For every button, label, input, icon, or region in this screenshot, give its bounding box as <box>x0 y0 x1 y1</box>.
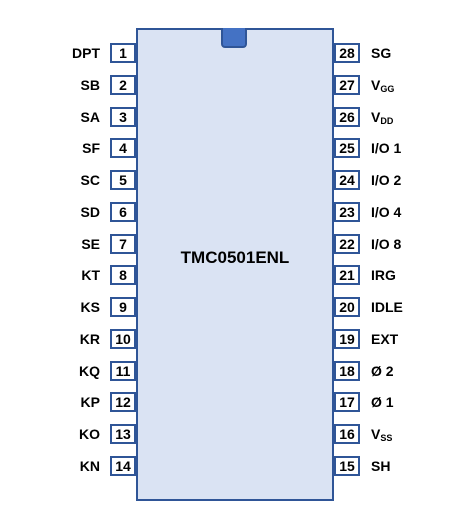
pin-name: SH <box>371 458 391 474</box>
pin-label-23: I/O 4 <box>371 202 401 222</box>
pin-label-20: IDLE <box>371 297 403 317</box>
pin-name: I/O 1 <box>371 140 402 156</box>
pin-left-9: 9 <box>110 297 136 317</box>
pin-left-13: 13 <box>110 424 136 444</box>
pin-label-4: SF <box>82 138 100 158</box>
chip-label: TMC0501ENL <box>180 248 290 267</box>
pin-label-22: I/O 8 <box>371 234 401 254</box>
pin-left-5: 5 <box>110 170 136 190</box>
pin-name: IRG <box>371 267 396 283</box>
pin-left-8: 8 <box>110 265 136 285</box>
pin-name-subscript: GG <box>380 84 395 94</box>
pin-label-13: KO <box>79 424 100 444</box>
pin-label-28: SG <box>371 43 391 63</box>
pin-label-21: IRG <box>371 265 396 285</box>
pin-left-14: 14 <box>110 456 136 476</box>
pin-name: KS <box>80 299 100 315</box>
pin-right-25: 25 <box>334 138 360 158</box>
pin-name: KT <box>81 267 100 283</box>
pin-left-6: 6 <box>110 202 136 222</box>
pin-right-16: 16 <box>334 424 360 444</box>
pin-right-27: 27 <box>334 75 360 95</box>
pin-right-17: 17 <box>334 392 360 412</box>
pin-name: KN <box>79 458 100 474</box>
pin-left-7: 7 <box>110 234 136 254</box>
pin-label-11: KQ <box>79 361 100 381</box>
pin-name: V <box>371 426 381 442</box>
pin-name: Ø 1 <box>371 394 394 410</box>
pin-left-1: 1 <box>110 43 136 63</box>
pin-right-15: 15 <box>334 456 360 476</box>
pin-left-3: 3 <box>110 107 136 127</box>
pin-name-subscript: DD <box>380 116 394 126</box>
pin-right-18: 18 <box>334 361 360 381</box>
pin-label-9: KS <box>81 297 100 317</box>
pin-name: SB <box>80 77 100 93</box>
pin-name: DPT <box>72 45 100 61</box>
pin-right-23: 23 <box>334 202 360 222</box>
pin-name: Ø 2 <box>371 363 394 379</box>
pin-label-10: KR <box>80 329 100 349</box>
pin-right-20: 20 <box>334 297 360 317</box>
pin-label-6: SD <box>81 202 100 222</box>
pin-name: KQ <box>79 363 100 379</box>
pin-label-1: DPT <box>72 43 100 63</box>
pin-name: I/O 8 <box>371 236 402 252</box>
pin-label-25: I/O 1 <box>371 138 401 158</box>
pin-label-2: SB <box>81 75 100 95</box>
pin-name: KO <box>79 426 100 442</box>
pin-label-24: I/O 2 <box>371 170 401 190</box>
pin-right-28: 28 <box>334 43 360 63</box>
pin-label-12: KP <box>81 392 100 412</box>
pin-left-12: 12 <box>110 392 136 412</box>
pin-name: SG <box>371 45 392 61</box>
pin-right-24: 24 <box>334 170 360 190</box>
pin-name: EXT <box>371 331 399 347</box>
pin-label-15: SH <box>371 456 390 476</box>
pin-name: IDLE <box>371 299 403 315</box>
pin-name: I/O 2 <box>371 172 402 188</box>
pin-name: SF <box>82 140 100 156</box>
pin-right-26: 26 <box>334 107 360 127</box>
pin-label-3: SA <box>81 107 100 127</box>
pin-left-4: 4 <box>110 138 136 158</box>
chip-body <box>136 28 334 501</box>
pin-label-14: KN <box>80 456 100 476</box>
pin-name: KR <box>79 331 100 347</box>
pin-label-8: KT <box>81 265 100 285</box>
pin-name: KP <box>80 394 100 410</box>
pin-right-22: 22 <box>334 234 360 254</box>
pin-label-5: SC <box>81 170 100 190</box>
pin-label-17: Ø 1 <box>371 392 394 412</box>
pin-name: V <box>371 77 381 93</box>
pin-right-19: 19 <box>334 329 360 349</box>
pin-left-2: 2 <box>110 75 136 95</box>
pin-label-7: SE <box>81 234 100 254</box>
pin-label-19: EXT <box>371 329 398 349</box>
pin-right-21: 21 <box>334 265 360 285</box>
pin-name: SD <box>80 204 100 220</box>
pin-name: SC <box>80 172 100 188</box>
pin-left-11: 11 <box>110 361 136 381</box>
pin-name: I/O 4 <box>371 204 402 220</box>
pin-name: SA <box>80 109 100 125</box>
pin-left-10: 10 <box>110 329 136 349</box>
pin-name-subscript: SS <box>380 433 393 443</box>
pin-name: V <box>371 109 381 125</box>
chip-notch <box>221 28 247 48</box>
pin-label-18: Ø 2 <box>371 361 394 381</box>
pin-name: SE <box>81 236 100 252</box>
